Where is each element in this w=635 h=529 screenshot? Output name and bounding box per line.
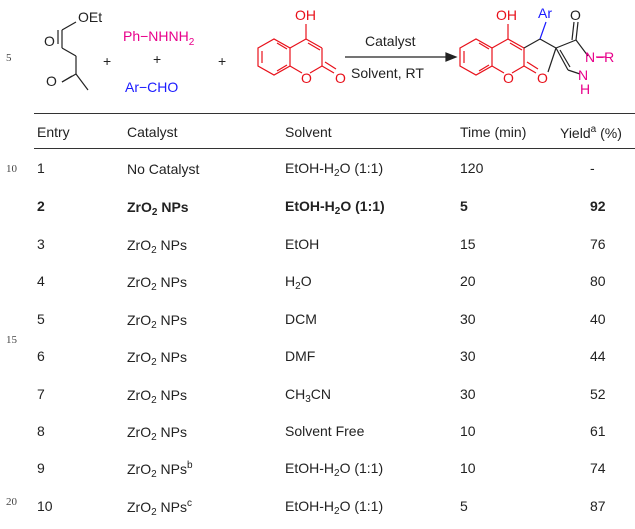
table-row-catalyst: ZrO2 NPsc (127, 498, 193, 518)
table-row-yield: 74 (590, 460, 606, 476)
product-pyrazolone-ring (547, 21, 589, 75)
table-row-catalyst: ZrO2 NPs (127, 349, 188, 368)
scheme-plus-2: + (153, 51, 161, 67)
table-row-yield: 52 (590, 386, 606, 402)
table-row-time: 30 (460, 348, 476, 364)
table-row-catalyst: ZrO2 NPs (127, 312, 188, 331)
table-row-solvent: EtOH (285, 236, 320, 252)
product-linker (523, 38, 557, 49)
reaction-arrow (345, 52, 458, 62)
table-row-catalyst: No Catalyst (127, 161, 200, 177)
table-row-yield: - (590, 160, 595, 176)
scheme-product-r-label: −R (596, 49, 614, 65)
table-row-entry: 4 (37, 273, 45, 289)
table-row-solvent: EtOH-H2O (1:1) (285, 160, 384, 179)
table-row-entry: 6 (37, 348, 45, 364)
table-row-entry: 10 (37, 498, 53, 514)
table-row-time: 10 (460, 423, 476, 439)
reaction-scheme: OEt O O + Ph−NHNH2 + Ar−CHO + OH O O Cat… (44, 5, 614, 97)
table-row-time: 10 (460, 460, 476, 476)
scheme-product-pyrazolone-o: O (570, 7, 581, 23)
scheme-product-n2-label: N (578, 67, 588, 83)
scheme-product-ar-label: Ar (538, 5, 552, 21)
table-row-catalyst: ZrO2 NPs (127, 199, 189, 218)
scheme-oet-label: OEt (78, 9, 102, 25)
table-row-entry: 8 (37, 423, 45, 439)
table-row-catalyst: ZrO2 NPs (127, 387, 188, 406)
table-row-time: 5 (460, 498, 468, 514)
line-number-20: 20 (6, 496, 17, 508)
table-row-entry: 3 (37, 236, 45, 252)
table-row-solvent: DCM (285, 311, 317, 327)
table-row-entry: 5 (37, 311, 45, 327)
table-row-catalyst: ZrO2 NPs (127, 237, 188, 256)
scheme-product-oh-label: OH (496, 7, 517, 23)
table-top-rule (34, 113, 635, 114)
scheme-product-h-label: H (580, 81, 590, 97)
scheme-plus-3: + (218, 53, 226, 69)
table-row-solvent: EtOH-H2O (1:1) (285, 460, 384, 479)
table-row-time: 30 (460, 386, 476, 402)
table-row-time: 5 (460, 198, 468, 214)
table-row-solvent: EtOH-H2O (1:1) (285, 198, 385, 217)
table-row-entry: 9 (37, 460, 45, 476)
table-row-solvent: H2O (285, 273, 312, 292)
table-row-yield: 61 (590, 423, 606, 439)
column-header-solvent: Solvent (285, 124, 332, 140)
scheme-arrow-catalyst-label: Catalyst (365, 33, 416, 49)
scheme-aldehyde-label: Ar−CHO (125, 79, 178, 95)
line-number-15: 15 (6, 334, 17, 346)
table-row-time: 30 (460, 311, 476, 327)
table-row-yield: 76 (590, 236, 606, 252)
scheme-ester-o-label: O (44, 33, 55, 49)
scheme-product-n1-label: N (585, 49, 595, 65)
scheme-arrow-conditions-label: Solvent, RT (351, 65, 424, 81)
table-row-catalyst: ZrO2 NPs (127, 424, 188, 443)
table-row-yield: 80 (590, 273, 606, 289)
scheme-product-ring-o: O (503, 70, 514, 86)
table-row-entry: 7 (37, 386, 45, 402)
table-row-entry: 2 (37, 198, 45, 214)
table-row-catalyst: ZrO2 NPs (127, 274, 188, 293)
column-header-yield: Yielda (%) (560, 124, 622, 141)
table-row-catalyst: ZrO2 NPsb (127, 460, 193, 480)
table-row-time: 15 (460, 236, 476, 252)
table-row-entry: 1 (37, 160, 45, 176)
table-row-time: 120 (460, 160, 484, 176)
column-header-entry: Entry (37, 124, 70, 140)
product-coumarin-ring (459, 24, 539, 76)
product-aryl-bond (539, 21, 547, 40)
table-row-solvent: DMF (285, 348, 316, 364)
scheme-product-carbonyl-o: O (537, 70, 548, 86)
scheme-ketone-o-label: O (46, 73, 57, 89)
table-row-yield: 92 (590, 198, 606, 214)
table-header-rule (34, 148, 635, 149)
column-header-catalyst: Catalyst (127, 124, 178, 140)
scheme-coumarin-ring-o: O (301, 70, 312, 86)
table-row-yield: 44 (590, 348, 606, 364)
table-row-solvent: CH3CN (285, 386, 332, 405)
line-number-10: 10 (6, 163, 17, 175)
table-row-time: 20 (460, 273, 476, 289)
table-row-yield: 87 (590, 498, 606, 514)
scheme-plus-1: + (103, 53, 111, 69)
hydroxycoumarin-structure (257, 24, 337, 76)
table-row-solvent: EtOH-H2O (1:1) (285, 498, 384, 517)
table-row-yield: 40 (590, 311, 606, 327)
scheme-coumarin-oh-label: OH (295, 7, 316, 23)
line-number-5: 5 (6, 52, 12, 64)
scheme-phenylhydrazine-label: Ph−NHNH2 (123, 28, 195, 48)
column-header-time: Time (min) (460, 124, 527, 140)
ethyl-acetoacetate-structure (57, 21, 89, 91)
table-row-solvent: Solvent Free (285, 423, 365, 439)
scheme-coumarin-carbonyl-o: O (335, 70, 346, 86)
